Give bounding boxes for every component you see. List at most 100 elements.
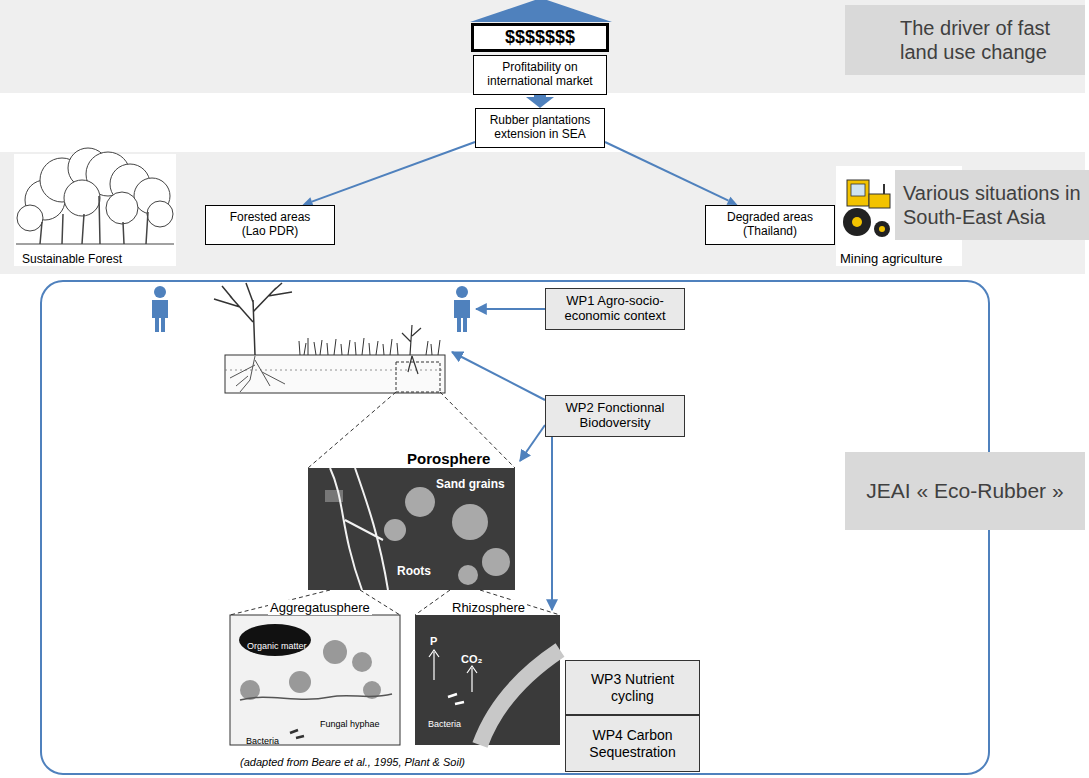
illustration-label-text: Mining agriculture <box>840 251 943 266</box>
work-package-pointer <box>452 352 545 400</box>
tractor-illustration <box>852 217 862 227</box>
arrow-shaft <box>534 95 546 97</box>
node-text: Profitability on international market <box>484 61 596 89</box>
illustration-label: Organic matter <box>247 634 307 653</box>
tractor-illustration <box>843 208 871 236</box>
illustration-label-text: Organic matter <box>247 641 307 651</box>
arrow-head <box>727 197 738 205</box>
arrow-head <box>526 97 554 108</box>
person-icon <box>152 286 470 332</box>
forest-illustration <box>64 180 100 216</box>
illustration-label: CO₂ <box>461 648 482 667</box>
porosphere-illustration <box>308 468 515 590</box>
illustration-label-text: Rhizosphere <box>450 600 527 615</box>
project-frame: WP1 Agro-socio-economic contextWP2 Fonct… <box>40 280 990 775</box>
forest-illustration <box>17 148 173 231</box>
porosphere-illustration <box>330 468 388 590</box>
work-package-pointer <box>551 437 553 610</box>
work-package-pointer <box>520 425 545 461</box>
arrow-shaft <box>605 142 728 201</box>
aggregatusphere-illustration <box>289 671 311 693</box>
soil-profile-illustration <box>402 325 421 374</box>
person-icon <box>456 286 468 298</box>
rhizosphere-illustration <box>415 615 560 745</box>
node-text: WP4 Carbon Sequestration <box>578 727 688 759</box>
illustration-label: Roots <box>397 560 431 579</box>
soil-profile-illustration <box>214 283 515 468</box>
process-box: Rubber plantations extension in SEA <box>475 108 605 148</box>
soil-profile-illustration <box>299 338 440 355</box>
rhizosphere-illustration <box>480 650 560 745</box>
aggregatusphere-illustration <box>239 624 311 656</box>
illustration-label-text: P <box>430 635 437 647</box>
arrow-shaft <box>312 142 475 202</box>
forest-illustration <box>14 148 176 266</box>
soil-profile-illustration <box>230 356 285 392</box>
tractor-illustration <box>874 221 890 237</box>
arrow-connector <box>605 142 738 205</box>
work-package-box: WP1 Agro-socio-economic context <box>545 288 685 330</box>
porosphere-illustration <box>482 548 510 576</box>
soil-profile-illustration <box>225 370 445 371</box>
work-package-box: WP4 Carbon Sequestration <box>565 715 700 772</box>
aggregatusphere-illustration <box>352 652 372 672</box>
illustration-label-text: CO₂ <box>461 653 482 665</box>
aggregatusphere-illustration <box>290 730 304 738</box>
illustration-label-text: Porosphere <box>405 450 492 467</box>
illustration-label-text: Fungal hyphae <box>320 719 380 729</box>
illustration-label: P <box>430 630 437 649</box>
node-text: Rubber plantations extension in SEA <box>484 114 596 142</box>
person-icon <box>154 286 166 298</box>
work-package-pointer <box>476 308 545 310</box>
tractor-illustration <box>847 180 869 206</box>
band-label-box: JEAI « Eco-Rubber » <box>845 452 1085 530</box>
aggregatusphere-illustration <box>323 640 347 664</box>
work-package-box: WP3 Nutrient cycling <box>565 660 700 715</box>
illustration-label-text: Bacteria <box>428 719 461 729</box>
forest-illustration <box>106 192 138 224</box>
band-label: The driver of fast land use change <box>900 16 1076 64</box>
illustration-label: Fungal hyphae <box>320 712 380 731</box>
illustration-label: Bacteria <box>428 712 461 731</box>
tractor-illustration <box>879 226 885 232</box>
band-label-box: The driver of fast land use change <box>845 5 1085 75</box>
work-package-box: WP2 Fonctionnal Biodoversity <box>545 395 685 437</box>
illustration-label: Bacteria <box>246 729 279 748</box>
tractor-illustration <box>883 184 885 194</box>
node-text: Forested areas (Lao PDR) <box>220 211 320 239</box>
illustration-label-text: Aggregatusphere <box>268 600 372 615</box>
up-arrow-triangle <box>470 0 612 22</box>
node-text: WP1 Agro-socio-economic context <box>553 294 678 324</box>
arrow-connector <box>303 142 476 206</box>
illustration-label: (adapted from Beare et al., 1995, Plant … <box>240 751 465 770</box>
illustration-label-text: (adapted from Beare et al., 1995, Plant … <box>240 756 465 768</box>
illustration-label: Aggregatusphere <box>268 597 372 616</box>
soil-profile-illustration <box>396 362 440 392</box>
porosphere-illustration <box>405 487 435 517</box>
illustration-label-text: Sustainable Forest <box>22 252 122 266</box>
tractor-illustration <box>869 194 890 208</box>
soil-profile-illustration <box>214 283 292 355</box>
aggregatusphere-illustration <box>230 615 400 745</box>
arrow-connector <box>526 95 554 108</box>
rhizosphere-illustration <box>415 615 560 745</box>
process-box: Forested areas (Lao PDR) <box>205 205 335 245</box>
porosphere-illustration <box>230 590 560 615</box>
illustration-label-text: Roots <box>397 564 431 578</box>
process-box: Profitability on international market <box>473 55 607 95</box>
band: $$$$$$$Profitability on international ma… <box>0 0 1085 93</box>
aggregatusphere-illustration <box>230 615 400 745</box>
forest-illustration <box>40 196 148 244</box>
illustration-label: Mining agriculture <box>840 248 943 267</box>
illustration-label-text: Sand grains <box>436 477 505 491</box>
porosphere-illustration <box>230 468 560 615</box>
person-icon <box>454 300 470 332</box>
illustration-label: Rhizosphere <box>450 597 527 616</box>
porosphere-illustration <box>458 565 478 585</box>
process-box: Degraded areas (Thailand) <box>705 205 835 245</box>
node-text: Degraded areas (Thailand) <box>720 211 820 239</box>
band-label: JEAI « Eco-Rubber » <box>866 478 1063 503</box>
illustration-label: Porosphere <box>405 449 492 468</box>
node-text: WP3 Nutrient cycling <box>578 671 688 703</box>
